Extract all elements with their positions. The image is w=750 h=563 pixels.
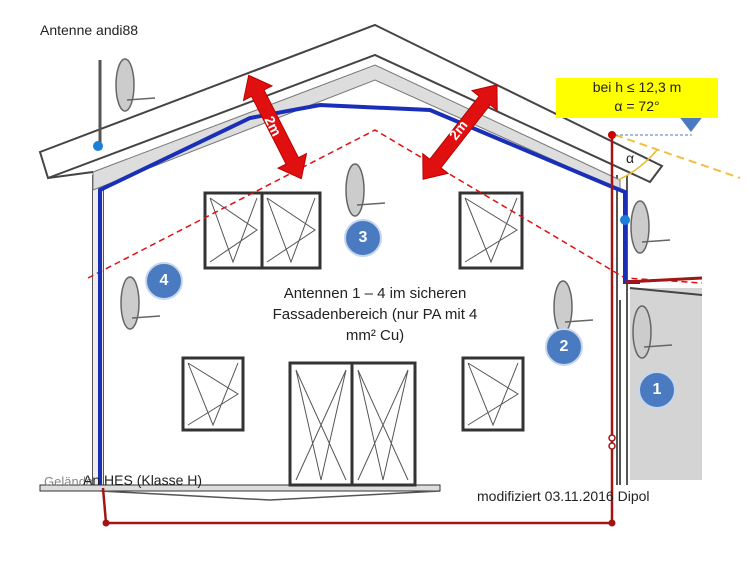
title: Antenne andi88	[40, 22, 139, 38]
footer-note: modifiziert 03.11.2016 Dipol	[477, 488, 650, 504]
distance-arrow-right	[422, 84, 498, 180]
antenna-badge-3: 3	[344, 219, 382, 257]
antenna-badge-2: 2	[545, 328, 583, 366]
antenna-badge-1: 1	[638, 371, 676, 409]
hes-label: An HES (Klasse H)	[83, 472, 203, 488]
angle-line	[614, 134, 741, 179]
satellite-dish-icons	[115, 58, 673, 359]
condition-box: bei h ≤ 12,3 m α = 72°	[556, 78, 718, 118]
ground-wire	[101, 135, 614, 525]
ground-line	[39, 484, 441, 501]
condition-line-2: α = 72°	[614, 98, 660, 114]
conductor-blue	[98, 102, 640, 485]
height-marker-icon	[678, 115, 704, 132]
windows	[181, 191, 525, 487]
antenna-badge-4: 4	[145, 262, 183, 300]
ground-label: Gelände	[44, 474, 94, 489]
condition-line-1: bei h ≤ 12,3 m	[592, 79, 682, 95]
angle-label: α	[626, 150, 635, 166]
distance-arrow-left	[242, 74, 308, 180]
center-note: Antennen 1 – 4 im sicheren Fassadenberei…	[272, 285, 478, 344]
